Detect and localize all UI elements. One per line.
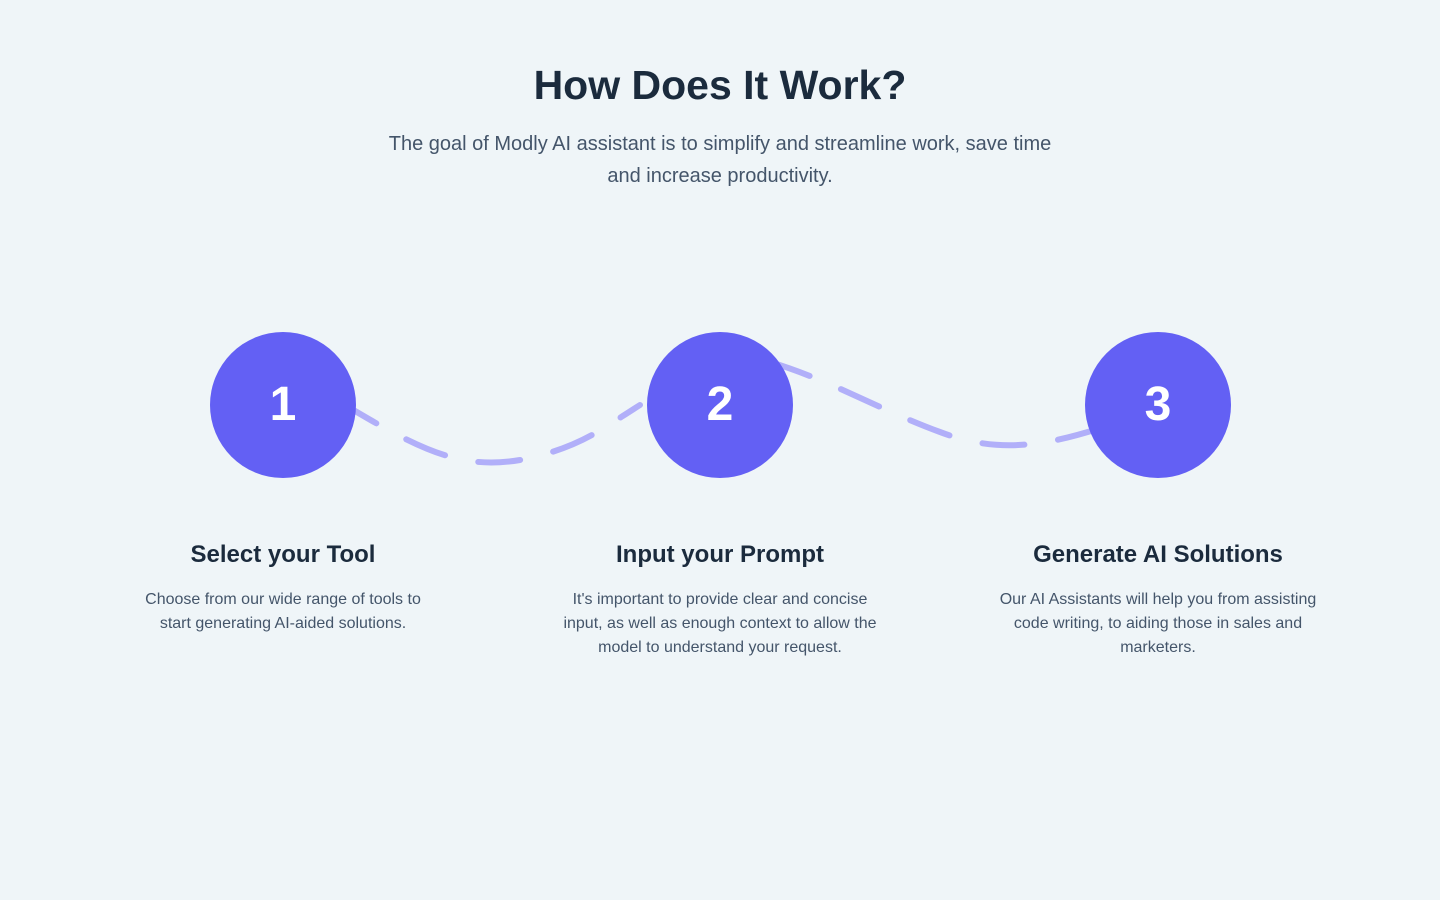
step-2-number: 2 (706, 378, 734, 431)
step-3-number: 3 (1144, 378, 1172, 431)
step-2-description: It's important to provide clear and conc… (563, 591, 877, 656)
step-3-badge: 3 (1085, 332, 1231, 478)
step-3-title: Generate AI Solutions (1033, 541, 1283, 568)
step-1-number: 1 (269, 378, 297, 431)
step-1-description: Choose from our wide range of tools to s… (145, 591, 421, 632)
step-1-title: Select your Tool (190, 541, 376, 568)
section-subtitle: The goal of Modly AI assistant is to sim… (388, 133, 1052, 187)
step-3-description: Our AI Assistants will help you from ass… (999, 591, 1317, 656)
step-1-badge: 1 (210, 332, 356, 478)
step-2-title: Input your Prompt (616, 541, 824, 568)
section-title: How Does It Work? (533, 62, 907, 108)
step-2-badge: 2 (647, 332, 793, 478)
